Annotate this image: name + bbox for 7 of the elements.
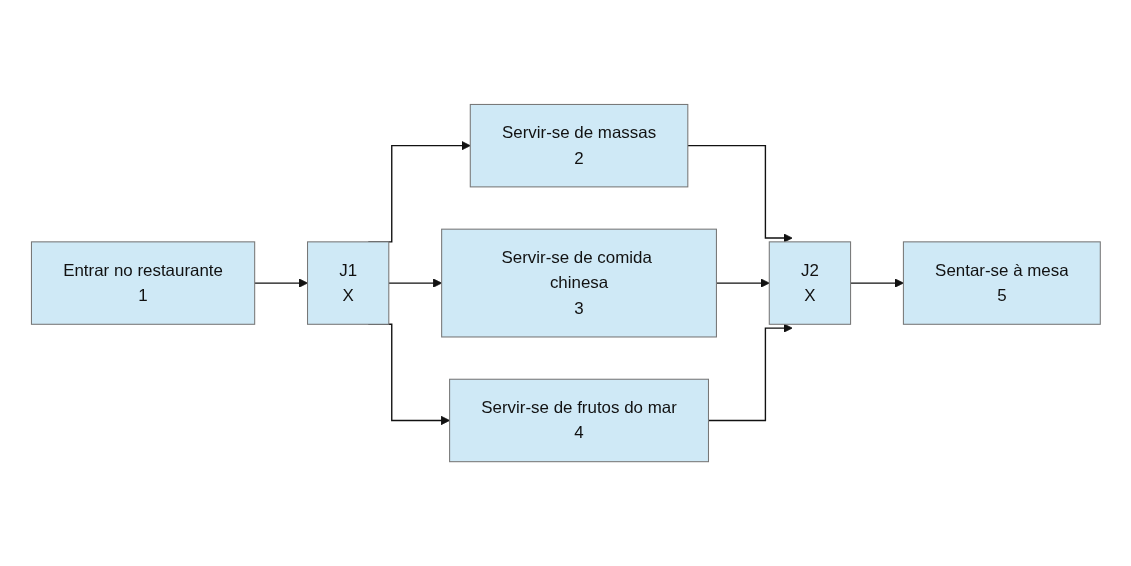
node-box: J2 X [768,241,851,325]
node-box: Entrar no restaurante 1 [30,241,255,325]
node-box: Sentar-se à mesa 5 [902,241,1101,325]
node-box: Servir-se de frutos do mar 4 [448,378,709,463]
node-box: Servir-se de massas 2 [469,103,688,188]
node-box: Servir-se de comida chinesa 3 [440,228,717,338]
node-box: J1 X [306,241,389,325]
